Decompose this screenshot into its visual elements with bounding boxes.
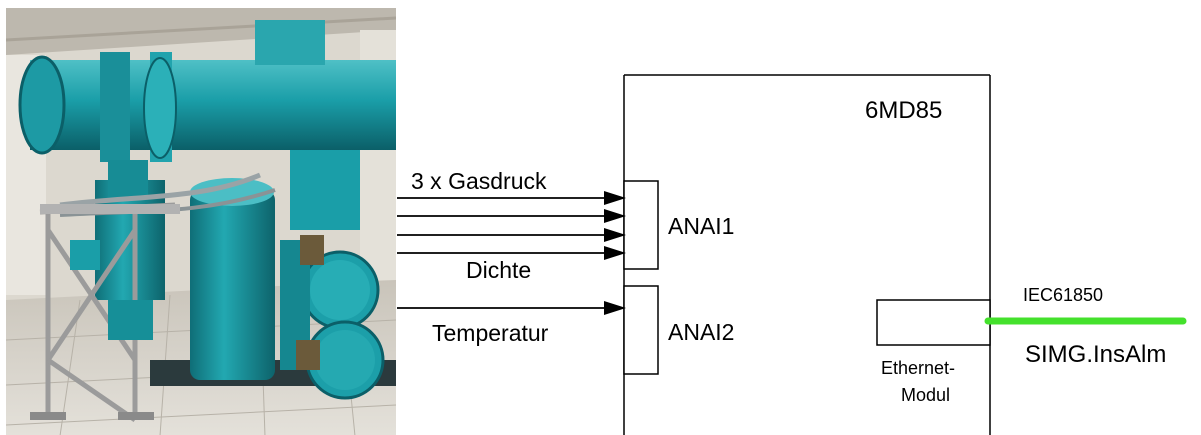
ethernet-module-box <box>876 299 991 346</box>
signal-name-label: SIMG.InsAlm <box>1025 341 1166 368</box>
temperature-label: Temperatur <box>432 320 549 346</box>
signal-arrows <box>397 191 626 315</box>
ethernet-module-label-line1: Ethernet- <box>881 358 955 378</box>
anai1-input-box <box>623 180 659 270</box>
density-label: Dichte <box>466 257 531 283</box>
gas-pressure-label: 3 x Gasdruck <box>411 168 547 194</box>
anai2-input-box <box>623 285 659 375</box>
protocol-label: IEC61850 <box>1023 285 1103 305</box>
device-6md85: 6MD85 ANAI1 ANAI2 Ethernet- Modul <box>623 74 991 435</box>
anai1-label: ANAI1 <box>668 213 734 239</box>
ethernet-module-label-line2: Modul <box>901 385 950 405</box>
anai2-label: ANAI2 <box>668 319 734 345</box>
device-name: 6MD85 <box>865 97 942 124</box>
switchgear-photo <box>6 8 396 435</box>
